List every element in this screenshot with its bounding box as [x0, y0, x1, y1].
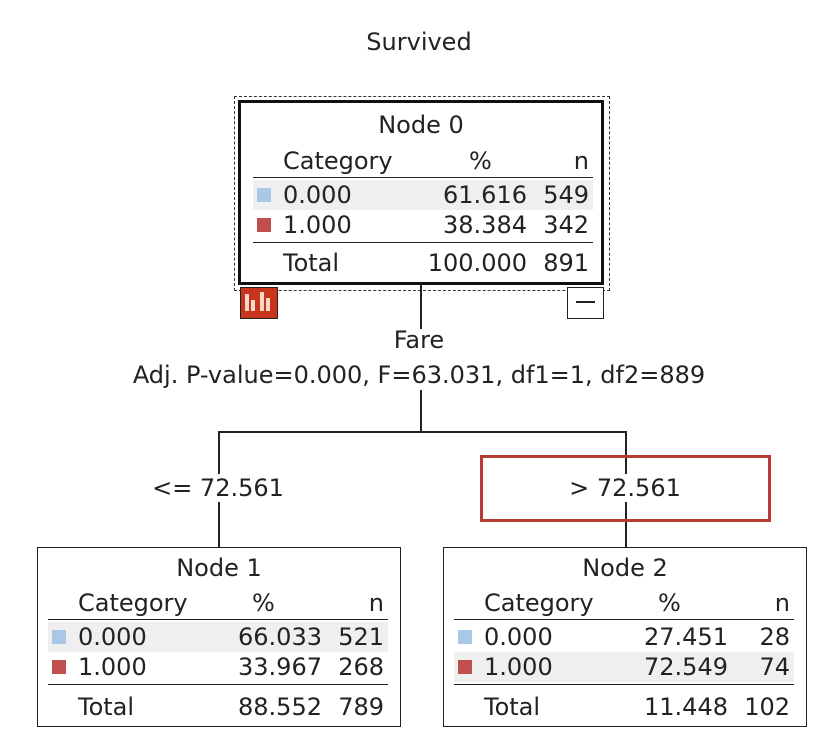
total-count: 789: [338, 693, 384, 721]
table-header: Category % n: [48, 588, 388, 618]
node-2[interactable]: Node 2 Category % n 0.000 27.451 28 1.00…: [443, 547, 807, 727]
node-0[interactable]: Node 0 Category % n 0.000 61.616 549 1.0…: [238, 100, 604, 285]
collapse-minus-icon[interactable]: [567, 287, 604, 319]
header-n: n: [368, 589, 384, 617]
row-count: 549: [543, 181, 589, 209]
header-category: Category: [484, 589, 594, 617]
header-divider: [253, 177, 593, 178]
category-1-swatch: [257, 218, 271, 232]
total-count: 102: [744, 693, 790, 721]
minus-bar: [576, 301, 595, 303]
row-category: 0.000: [78, 623, 147, 651]
total-count: 891: [543, 249, 589, 277]
table-row: 0.000 27.451 28: [454, 622, 794, 652]
category-0-swatch: [458, 630, 472, 644]
row-count: 521: [338, 623, 384, 651]
left-condition: <= 72.561: [130, 474, 306, 502]
category-1-swatch: [52, 660, 66, 674]
row-category: 1.000: [78, 653, 147, 681]
node-title: Node 1: [176, 554, 262, 582]
total-divider: [48, 684, 388, 685]
total-label: Total: [484, 693, 541, 721]
row-count: 74: [759, 653, 790, 681]
header-percent: %: [469, 147, 492, 175]
connector-split-down: [420, 390, 422, 432]
row-count: 342: [543, 211, 589, 239]
row-percent: 61.616: [443, 181, 527, 209]
header-n: n: [774, 589, 790, 617]
node-title: Node 2: [582, 554, 668, 582]
row-percent: 38.384: [443, 211, 527, 239]
table-row: 0.000 66.033 521: [48, 622, 388, 652]
split-variable: Fare: [393, 326, 445, 354]
node-1[interactable]: Node 1 Category % n 0.000 66.033 521 1.0…: [37, 547, 401, 727]
table-row: 1.000 33.967 268: [48, 652, 388, 682]
total-row: Total 100.000 891: [253, 248, 593, 278]
row-percent: 72.549: [644, 653, 728, 681]
tree-title: Survived: [366, 28, 472, 56]
header-n: n: [573, 147, 589, 175]
row-count: 28: [759, 623, 790, 651]
node-0-focus-ring: [234, 96, 610, 291]
connector-horizontal: [218, 431, 627, 433]
bar-graph-icon[interactable]: [240, 287, 278, 319]
row-category: 1.000: [484, 653, 553, 681]
total-percent: 88.552: [238, 693, 322, 721]
row-percent: 66.033: [238, 623, 322, 651]
total-row: Total 88.552 789: [48, 692, 388, 722]
header-percent: %: [252, 589, 275, 617]
highlight-box: [480, 455, 771, 522]
table-row: 0.000 61.616 549: [253, 180, 593, 210]
table-header: Category % n: [454, 588, 794, 618]
total-divider: [253, 242, 593, 243]
row-category: 0.000: [484, 623, 553, 651]
row-category: 1.000: [283, 211, 352, 239]
total-label: Total: [78, 693, 135, 721]
row-category: 0.000: [283, 181, 352, 209]
row-percent: 27.451: [644, 623, 728, 651]
table-header: Category % n: [253, 146, 593, 176]
header-divider: [454, 619, 794, 620]
total-percent: 100.000: [427, 249, 527, 277]
category-1-swatch: [458, 660, 472, 674]
total-divider: [454, 684, 794, 685]
node-title: Node 0: [378, 111, 464, 139]
table-row: 1.000 72.549 74: [454, 652, 794, 682]
header-percent: %: [658, 589, 681, 617]
total-label: Total: [283, 249, 340, 277]
row-percent: 33.967: [238, 653, 322, 681]
row-count: 268: [338, 653, 384, 681]
header-divider: [48, 619, 388, 620]
table-row: 1.000 38.384 342: [253, 210, 593, 240]
total-row: Total 11.448 102: [454, 692, 794, 722]
header-category: Category: [283, 147, 393, 175]
header-category: Category: [78, 589, 188, 617]
category-0-swatch: [257, 188, 271, 202]
right-condition[interactable]: > 72.561: [540, 474, 710, 502]
category-0-swatch: [52, 630, 66, 644]
total-percent: 11.448: [644, 693, 728, 721]
bar-graph-glyph: [245, 292, 270, 311]
split-statistics: Adj. P-value=0.000, F=63.031, df1=1, df2…: [132, 361, 706, 389]
connector-root-down: [420, 283, 422, 329]
